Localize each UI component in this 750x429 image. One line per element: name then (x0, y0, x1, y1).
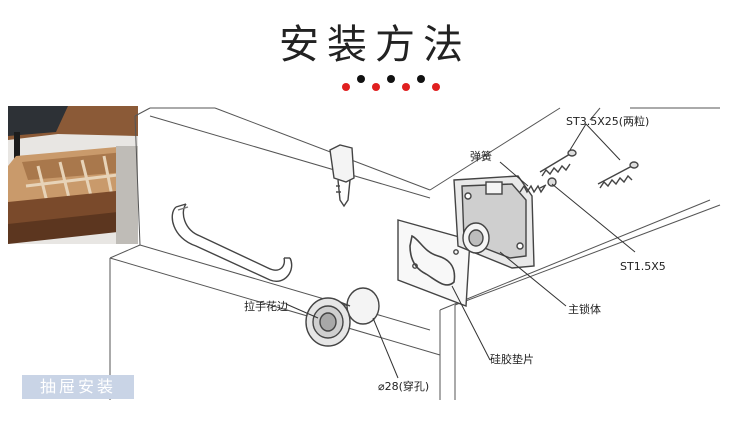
screw-st3-5x25 (539, 149, 639, 189)
lock-body (453, 175, 535, 269)
label-spring: 弹簧 (470, 150, 492, 163)
knob-assembly (305, 287, 380, 347)
spring (519, 184, 546, 194)
decor-dot (357, 75, 365, 83)
page-title: 安装方法 (279, 22, 471, 68)
label-lock-body: 主锁体 (568, 303, 601, 316)
label-screw-long: ST3.5X25(两粒) (566, 115, 650, 128)
decor-dot (342, 83, 350, 91)
decorative-dots (340, 74, 450, 94)
screw-st1-5x5 (539, 177, 557, 189)
decor-dot (417, 75, 425, 83)
decor-dot (432, 83, 440, 91)
decor-dot (402, 83, 410, 91)
silicone-pad (397, 219, 471, 307)
drawer-photo (8, 106, 138, 244)
label-silicone-pad: 硅胶垫片 (490, 353, 534, 366)
label-hole: ⌀28(穿孔) (378, 380, 430, 393)
decor-dot (387, 75, 395, 83)
drawer-handle (171, 203, 293, 282)
key-icon (329, 144, 355, 208)
label-screw-short: ST1.5X5 (620, 260, 666, 273)
decor-dot (372, 83, 380, 91)
label-knob-trim: 拉手花边 (244, 300, 288, 313)
caption-badge: 抽屉安装 (22, 375, 134, 399)
